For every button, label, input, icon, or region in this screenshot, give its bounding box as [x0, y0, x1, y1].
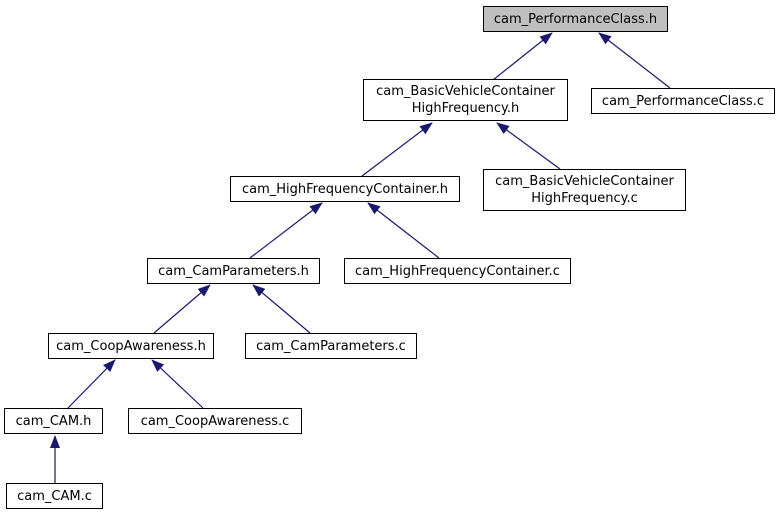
- edge-highfreqcontainer-c-to-highfreqcontainer-h: [367, 202, 440, 259]
- edge-basicvehiclehf-c-to-basicvehiclehf-h: [496, 122, 561, 170]
- node-cam-coopawareness-h[interactable]: cam_CoopAwareness.h: [48, 333, 214, 359]
- node-cam-performanceclass-h[interactable]: cam_PerformanceClass.h: [483, 6, 668, 32]
- edge-camparameters-c-to-camparameters-h: [252, 284, 311, 334]
- node-cam-camparameters-h[interactable]: cam_CamParameters.h: [147, 258, 320, 284]
- edge-basicvehiclehf-h-to-performanceclass-h: [492, 32, 553, 81]
- node-cam-cam-c[interactable]: cam_CAM.c: [6, 483, 103, 509]
- edge-highfreqcontainer-h-to-basicvehiclehf-h: [361, 122, 433, 177]
- node-cam-highfrequencycontainer-h[interactable]: cam_HighFrequencyContainer.h: [230, 176, 460, 202]
- node-cam-highfrequencycontainer-c[interactable]: cam_HighFrequencyContainer.c: [344, 258, 571, 284]
- node-cam-cam-h[interactable]: cam_CAM.h: [4, 408, 103, 434]
- edge-performanceclass-c-to-performanceclass-h: [598, 32, 671, 89]
- node-cam-performanceclass-c[interactable]: cam_PerformanceClass.c: [591, 88, 775, 114]
- edge-camparameters-h-to-highfreqcontainer-h: [249, 202, 323, 259]
- node-cam-camparameters-c[interactable]: cam_CamParameters.c: [245, 333, 417, 359]
- node-cam-basicvehiclecontainerhighfrequency-h[interactable]: cam_BasicVehicleContainer HighFrequency.…: [363, 79, 568, 121]
- edge-cam-h-to-coopawareness-h: [67, 359, 116, 409]
- node-cam-coopawareness-c[interactable]: cam_CoopAwareness.c: [128, 408, 302, 434]
- edge-coopawareness-c-to-coopawareness-h: [151, 359, 204, 409]
- node-cam-basicvehiclecontainerhighfrequency-c[interactable]: cam_BasicVehicleContainer HighFrequency.…: [483, 169, 686, 211]
- edge-coopawareness-h-to-camparameters-h: [153, 284, 211, 334]
